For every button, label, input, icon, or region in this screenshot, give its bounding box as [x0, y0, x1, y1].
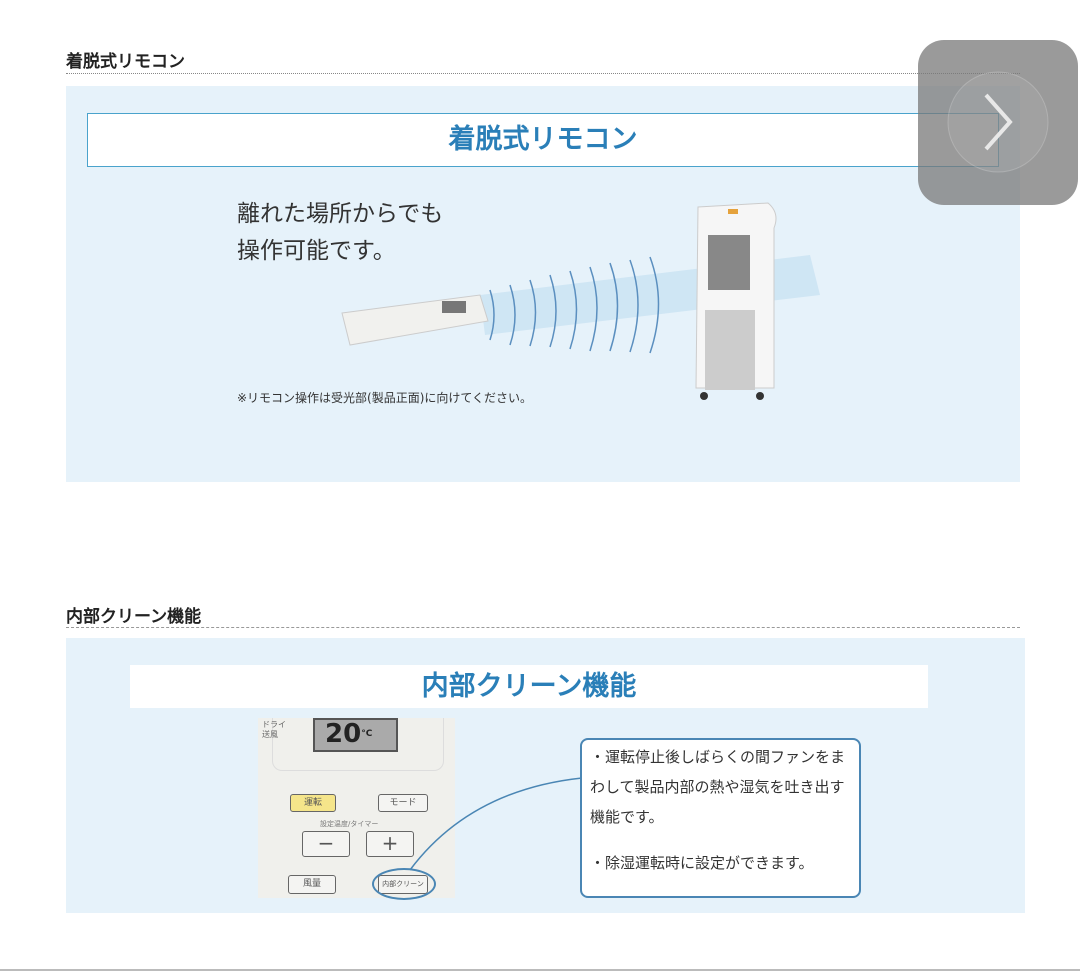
divider	[66, 73, 1020, 74]
remote-desc-line1: 離れた場所からでも	[237, 201, 444, 227]
fan-speed-button[interactable]: 風量	[288, 875, 336, 894]
remote-title: 着脱式リモコン	[87, 113, 999, 167]
remote-desc-line2: 操作可能です。	[237, 238, 396, 264]
connector-line	[409, 777, 583, 871]
mode-dry-label: ドライ	[262, 720, 286, 729]
remote-illustration	[341, 202, 820, 400]
lcd-display: 20°C	[313, 718, 398, 752]
clean-callout: ・運転停止後しばらくの間ファンをまわして製品内部の熱や湿気を吐き出す機能です。 …	[580, 738, 861, 898]
air-conditioner-unit	[695, 202, 777, 400]
highlight-circle	[372, 868, 436, 900]
callout-point-1: ・運転停止後しばらくの間ファンをまわして製品内部の熱や湿気を吐き出す機能です。	[590, 748, 846, 826]
chevron-right-icon	[947, 71, 1049, 173]
plus-button[interactable]: +	[366, 831, 414, 857]
callout-point-2: ・除湿運転時に設定ができます。	[590, 854, 814, 872]
mode-button[interactable]: モード	[378, 794, 428, 812]
bottom-divider	[0, 969, 1080, 971]
section-header-clean: 内部クリーン機能	[66, 607, 202, 627]
section-header-remote: 着脱式リモコン	[66, 52, 185, 72]
temp-timer-label: 設定温度/タイマー	[320, 820, 379, 828]
display-temp: 20	[325, 719, 362, 749]
remote-closeup: ドライ送風 20°C 運転 モード 設定温度/タイマー − + 風量 内部クリー…	[258, 718, 455, 900]
remote-note: ※リモコン操作は受光部(製品正面)に向けてください。	[237, 391, 533, 405]
next-button[interactable]	[918, 40, 1078, 205]
display-unit: °C	[361, 729, 373, 739]
mode-fan-label: 送風	[262, 730, 278, 739]
clean-title: 内部クリーン機能	[130, 665, 928, 708]
run-button[interactable]: 運転	[290, 794, 336, 812]
divider	[66, 627, 1020, 628]
minus-button[interactable]: −	[302, 831, 350, 857]
